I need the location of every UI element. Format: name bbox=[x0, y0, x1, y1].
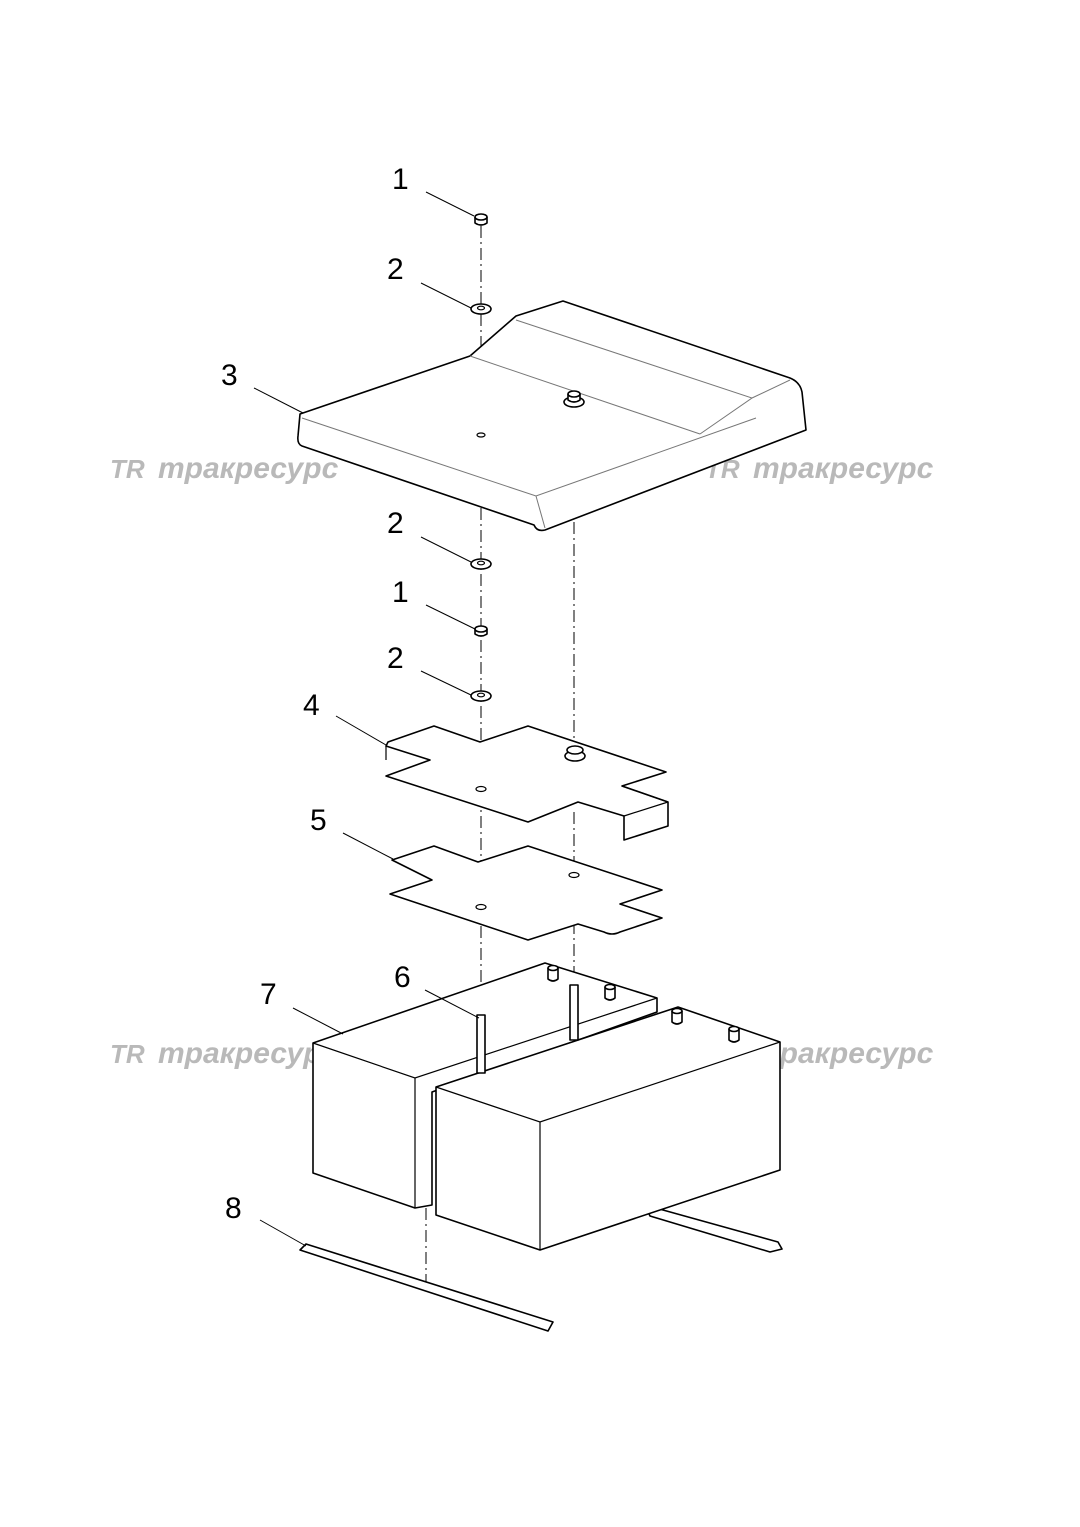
bracket-hole bbox=[475, 785, 487, 793]
callout-6: 6 bbox=[394, 961, 411, 994]
watermark-top-right: TR тракресурс bbox=[705, 452, 934, 485]
leader-8 bbox=[259, 1219, 307, 1247]
callout-2-top: 2 bbox=[387, 253, 404, 286]
watermark-text: тракресурс bbox=[753, 1037, 934, 1070]
battery-back-terminals bbox=[547, 964, 616, 1001]
part-5-pad bbox=[389, 845, 663, 941]
leader-2-mid-b bbox=[420, 670, 472, 696]
bracket-nut-upper bbox=[566, 745, 584, 755]
terminal bbox=[547, 968, 559, 982]
strap-front bbox=[299, 1243, 554, 1332]
callout-8: 8 bbox=[225, 1192, 242, 1225]
battery-front-terminals bbox=[671, 1007, 740, 1043]
nut-top bbox=[474, 213, 488, 221]
callout-2-mid-a: 2 bbox=[387, 507, 404, 540]
leader-2-mid-a bbox=[420, 536, 472, 563]
top-fasteners bbox=[470, 213, 492, 315]
part-6-rods bbox=[476, 984, 579, 1074]
bracket-flange bbox=[385, 746, 669, 817]
leader-2-top bbox=[420, 282, 472, 309]
leader-1-mid bbox=[425, 604, 476, 630]
cover-hole bbox=[476, 432, 486, 438]
terminal-cap bbox=[671, 1007, 683, 1015]
leader-5 bbox=[342, 832, 394, 860]
pad-hole-left bbox=[475, 903, 487, 911]
callout-1-top: 1 bbox=[392, 163, 409, 196]
battery-front bbox=[435, 1006, 781, 1251]
leader-4 bbox=[335, 715, 387, 746]
cover-step-edges bbox=[469, 319, 791, 435]
rod-right bbox=[569, 984, 579, 1041]
watermark-logo: TR bbox=[110, 1039, 145, 1069]
callout-1-mid: 1 bbox=[392, 576, 409, 609]
nut-mid-top bbox=[474, 625, 488, 633]
callout-numbers: 1 2 3 2 1 2 4 5 6 7 8 bbox=[221, 163, 411, 1225]
watermark-top-left: TR тракресурс bbox=[110, 452, 339, 485]
bracket-outline bbox=[385, 725, 669, 841]
washer-top-hole bbox=[476, 305, 486, 311]
part-7-batteries bbox=[312, 962, 781, 1251]
washer-top bbox=[470, 303, 492, 315]
washer-mid-b bbox=[470, 690, 492, 702]
terminal-cap bbox=[547, 964, 559, 972]
cover-corner-edge bbox=[535, 495, 546, 529]
part-3-cover bbox=[297, 300, 807, 532]
leader-lines bbox=[253, 191, 480, 1247]
watermark-logo: TR bbox=[110, 454, 145, 484]
washer-mid-b-hole bbox=[476, 692, 486, 698]
mid-fasteners bbox=[470, 558, 492, 702]
strap-rear-end bbox=[644, 1204, 783, 1253]
leader-3 bbox=[253, 387, 304, 414]
cover-outline bbox=[297, 300, 807, 532]
cover-nut-top bbox=[567, 390, 581, 398]
watermark-text: тракресурс bbox=[753, 452, 934, 485]
rod-left bbox=[476, 1014, 486, 1074]
cover-nut bbox=[563, 390, 585, 408]
callout-4: 4 bbox=[303, 689, 320, 722]
callout-7: 7 bbox=[260, 978, 277, 1011]
washer-mid-a bbox=[470, 558, 492, 570]
leader-1-top bbox=[425, 191, 475, 217]
callout-2-mid-b: 2 bbox=[387, 642, 404, 675]
pad-hole-right bbox=[568, 871, 580, 879]
leader-6 bbox=[424, 989, 480, 1019]
terminal-cap bbox=[604, 983, 616, 991]
leader-7 bbox=[292, 1007, 344, 1035]
callout-3: 3 bbox=[221, 359, 238, 392]
terminal bbox=[671, 1011, 683, 1025]
pad-outline bbox=[389, 845, 663, 941]
part-4-bracket bbox=[385, 725, 669, 841]
callout-5: 5 bbox=[310, 804, 327, 837]
terminal bbox=[728, 1029, 740, 1043]
watermark-text: тракресурс bbox=[158, 452, 339, 485]
washer-mid-a-hole bbox=[476, 560, 486, 566]
watermark-bottom-left: TR тракресурс bbox=[110, 1037, 339, 1070]
terminal-cap bbox=[728, 1025, 740, 1033]
watermark-text: тракресурс bbox=[158, 1037, 339, 1070]
terminal bbox=[604, 987, 616, 1001]
